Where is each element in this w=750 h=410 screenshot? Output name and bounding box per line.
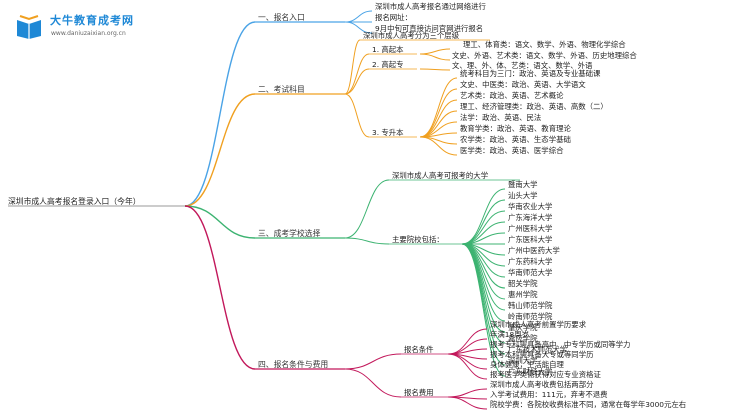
logo-url: www.daniuzaixian.org.cn: [51, 30, 126, 37]
s2-g1-item: 理工、体育类：语文、数学、外语、物理化学综合: [463, 40, 626, 49]
section-2-title: 二、考试科目: [258, 85, 305, 94]
s2-g1-item: 文史、外语、艺术类：语文、数学、外语、历史地理综合: [452, 51, 637, 60]
cond-item: 深圳市成人高考前置学历要求: [490, 320, 587, 329]
s2-g1-link: [419, 53, 451, 61]
s3-link: [344, 179, 390, 239]
s2-g3-item: 医学类：政治、英语、医学综合: [460, 146, 564, 155]
school-item: 广东财经大学: [508, 367, 553, 376]
s1-item: 报名网址：: [375, 13, 412, 22]
s4-link: [344, 368, 402, 398]
s3-link: [344, 237, 390, 245]
s2-link: [344, 93, 370, 138]
s2-group-1: 1. 高起本: [372, 45, 404, 54]
school-item: 韶关学院: [508, 279, 538, 288]
school-item: 广州医科大学: [508, 224, 553, 233]
s2-link: [344, 39, 361, 95]
school-item: 华南农业大学: [508, 202, 553, 211]
s3-school-link: [461, 199, 506, 245]
cond-item: 身体健康，生活能自理: [490, 360, 564, 369]
s4-cond-title: 报名条件: [404, 345, 434, 354]
s3-school-link: [461, 243, 506, 377]
s3-main-label: 主要院校包括：: [392, 235, 444, 244]
site-logo: 大牛教育成考网 www.daniuzaixian.org.cn: [14, 10, 164, 44]
cond-item: 报考专科需具备高中、中专学历或同等学力: [490, 340, 631, 349]
s2-g3-link: [419, 136, 458, 156]
s4-cond-link: [447, 353, 488, 380]
school-item: 华南师范大学: [508, 268, 553, 277]
school-item: 肇庆学院: [508, 323, 538, 332]
s2-g2-link: [419, 68, 451, 71]
section-3-title: 三、成考学校选择: [258, 229, 321, 238]
root-link-s4: [184, 205, 256, 370]
s4-cond-link: [447, 328, 488, 355]
s3-school-link: [461, 188, 506, 245]
s2-group-3: 3. 专升本: [372, 128, 404, 137]
s2-group-2: 2. 高起专: [372, 60, 404, 69]
logo-title: 大牛教育成考网: [50, 14, 134, 27]
school-item: 深圳大学: [508, 356, 538, 365]
school-item: 汕头大学: [508, 191, 538, 200]
s2-g3-item: 理工、经济管理类：政治、英语、高数（二）: [460, 102, 608, 111]
school-item: 嘉应学院: [508, 334, 538, 343]
s2-g3-item: 法学：政治、英语、民法: [460, 113, 542, 122]
s4-link: [344, 353, 402, 370]
s2-g3-link: [419, 77, 458, 138]
s3-school-link: [461, 243, 506, 300]
s4-fee-title: 报名费用: [404, 388, 434, 397]
school-item: 广东医科大学: [508, 235, 553, 244]
school-item: 惠州学院: [508, 290, 538, 299]
s2-intro: 深圳市成人高考分为三个层级: [363, 31, 460, 40]
root-topic: 深圳市成人高考报名登录入口（今年）: [8, 197, 141, 206]
s1-link: [344, 10, 373, 23]
s1-link: [344, 21, 373, 34]
fee-item: 院校学费：各院校收费标准不同，通常在每学年3000元左右: [490, 400, 687, 409]
section-1-title: 一、报名入口: [258, 13, 305, 22]
s2-g3-item: 农学类：政治、英语、生态学基础: [460, 135, 571, 144]
root-link-s2: [184, 93, 256, 207]
school-item: 暨南大学: [508, 180, 538, 189]
fee-item: 入学考试费用：111元，弃考不退费: [490, 390, 608, 399]
cond-item: 年满18周岁: [490, 330, 529, 339]
s4-fee-link: [447, 396, 488, 410]
s1-item: 9月中旬可直接访问官网进行报名: [375, 24, 484, 33]
s2-g3-item: 统考科目为三门：政治、英语及专业基础课: [460, 69, 601, 78]
school-item: 广东海洋大学: [508, 213, 553, 222]
school-item: 广东技术师范大学: [508, 345, 568, 354]
s2-g3-item: 艺术类：政治、英语、艺术概论: [460, 91, 564, 100]
cond-item: 报考本科需具备大专或等同学历: [490, 350, 594, 359]
root-link-s1: [184, 21, 256, 207]
fee-item: 深圳市成人高考收费包括两部分: [490, 380, 594, 389]
root-link-s3: [184, 205, 256, 239]
s2-g3-item: 文史、中医类：政治、英语、大学语文: [460, 80, 586, 89]
school-item: 岭南师范学院: [508, 312, 553, 321]
section-4-title: 四、报名条件与费用: [258, 360, 329, 369]
s2-g3-link: [419, 99, 458, 138]
s2-g2-item: 文、理、外、体、艺类：语文、数学、外语: [452, 61, 593, 70]
s2-g3-item: 教育学类：政治、英语、教育理论: [460, 124, 571, 133]
s2-link: [344, 53, 370, 95]
school-item: 韩山师范学院: [508, 301, 553, 310]
s3-intro: 深圳市成人高考可报考的大学: [392, 171, 489, 180]
s4-fee-link: [447, 388, 488, 398]
cond-item: 报考医学类需获得对应专业资格证: [490, 370, 601, 379]
school-item: 广东药科大学: [508, 257, 553, 266]
book-logo-icon: [17, 15, 41, 39]
school-item: 广州中医药大学: [508, 246, 560, 255]
s1-item: 深圳市成人高考报名通过网络进行: [375, 2, 486, 11]
s2-link: [344, 68, 370, 95]
s2-g1-link: [419, 48, 451, 55]
